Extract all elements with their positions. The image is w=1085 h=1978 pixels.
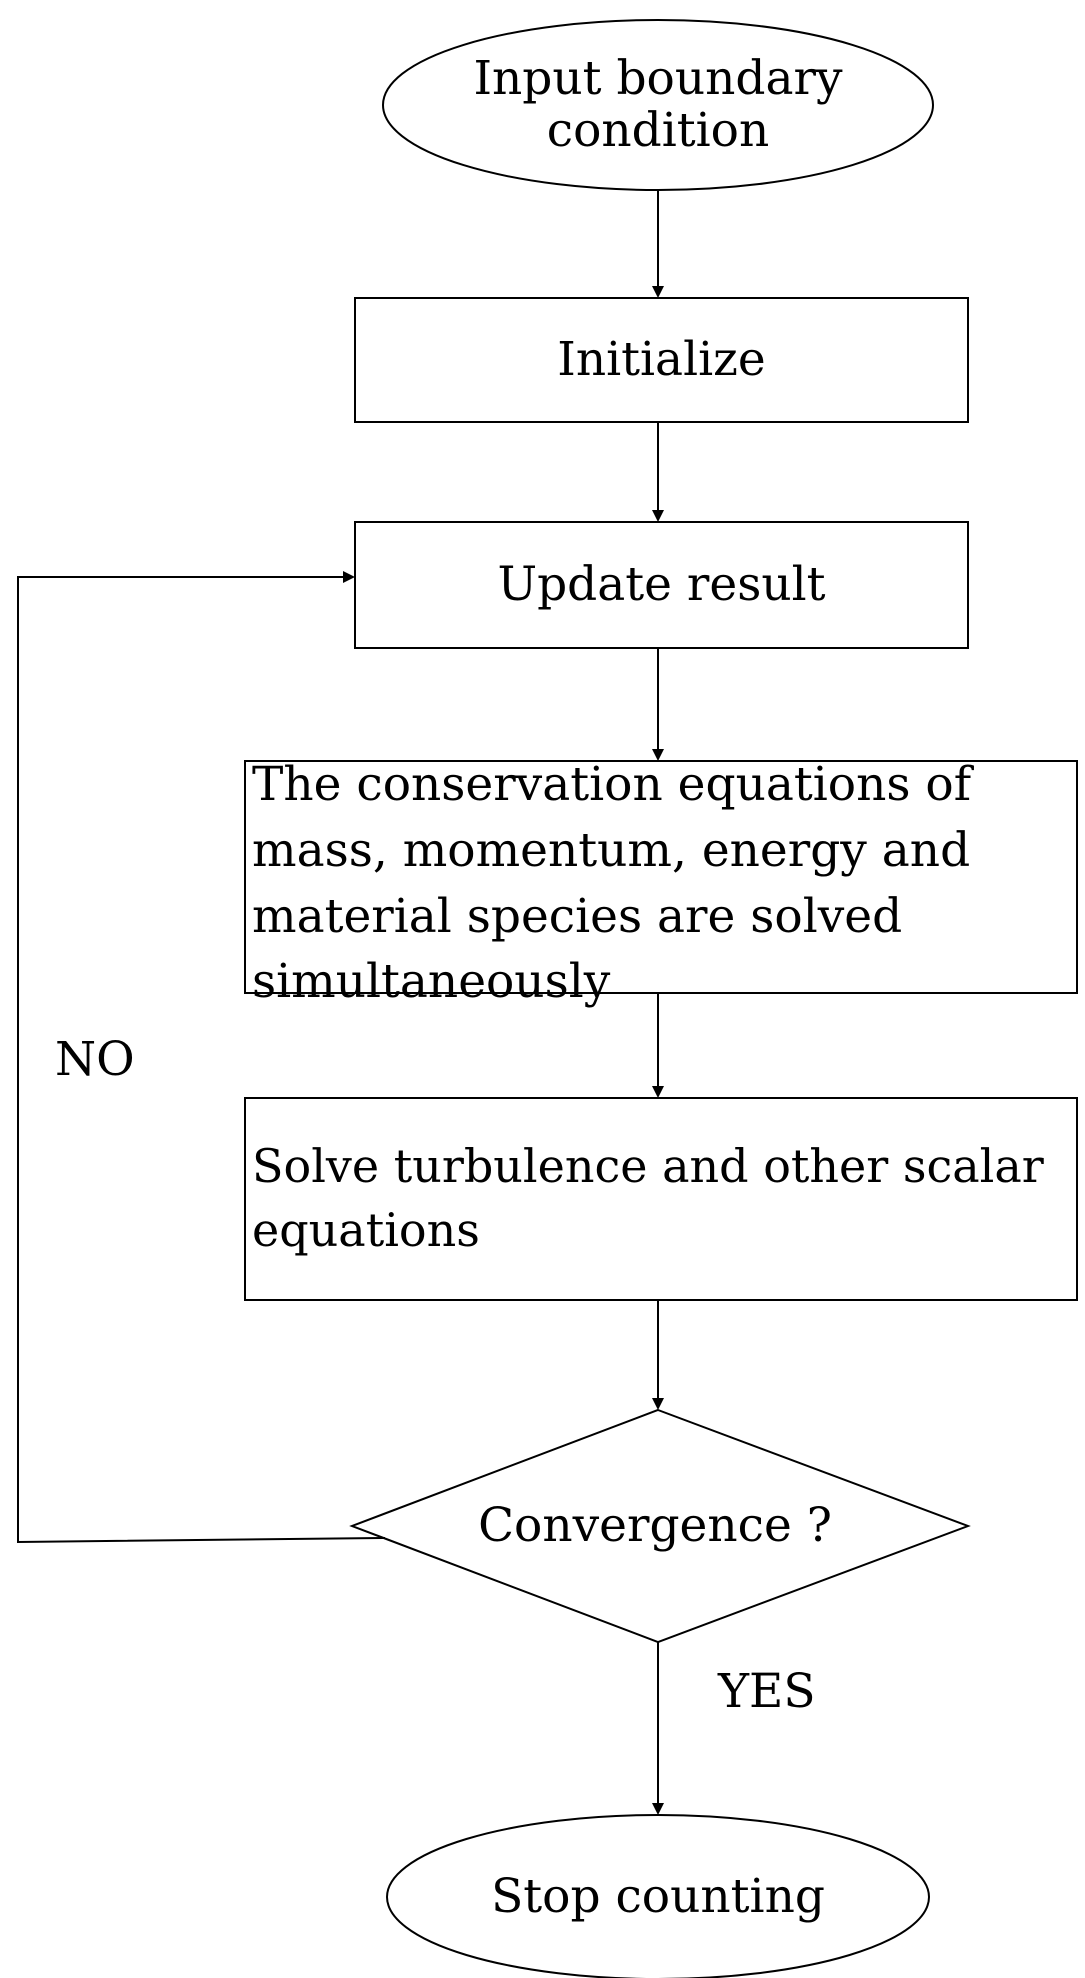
input-label-line1: Input boundary <box>473 51 843 107</box>
stop-label: Stop counting <box>491 1869 825 1925</box>
edge-no-loop-back <box>17 571 386 1544</box>
initialize-label: Initialize <box>557 332 766 388</box>
input-label-line2: condition <box>546 103 770 158</box>
yes-edge-label: YES <box>718 1664 816 1720</box>
conservation-label-line4: simultaneously <box>252 954 611 1010</box>
convergence-label: Convergence ? <box>478 1498 832 1554</box>
turbulence-label-line2: equations <box>252 1203 480 1257</box>
update-box <box>354 521 969 649</box>
initialize-box <box>354 297 969 423</box>
stop-ellipse <box>386 1814 930 1978</box>
conservation-label-line2: mass, momentum, energy and <box>252 822 971 878</box>
conservation-label: The conservation equations of mass, mome… <box>252 752 1072 1009</box>
conservation-label-line1: The conservation equations of <box>252 757 972 812</box>
update-label: Update result <box>497 557 826 613</box>
turbulence-label-line1: Solve turbulence and other scalar <box>252 1138 1044 1193</box>
turbulence-box <box>244 1097 1078 1301</box>
input-label: Input boundary condition <box>420 40 896 170</box>
conservation-label-line3: material species are solved <box>252 888 903 944</box>
no-edge-label: NO <box>55 1032 135 1088</box>
turbulence-label: Solve turbulence and other scalar equati… <box>252 1128 1074 1268</box>
conservation-box <box>244 760 1078 994</box>
